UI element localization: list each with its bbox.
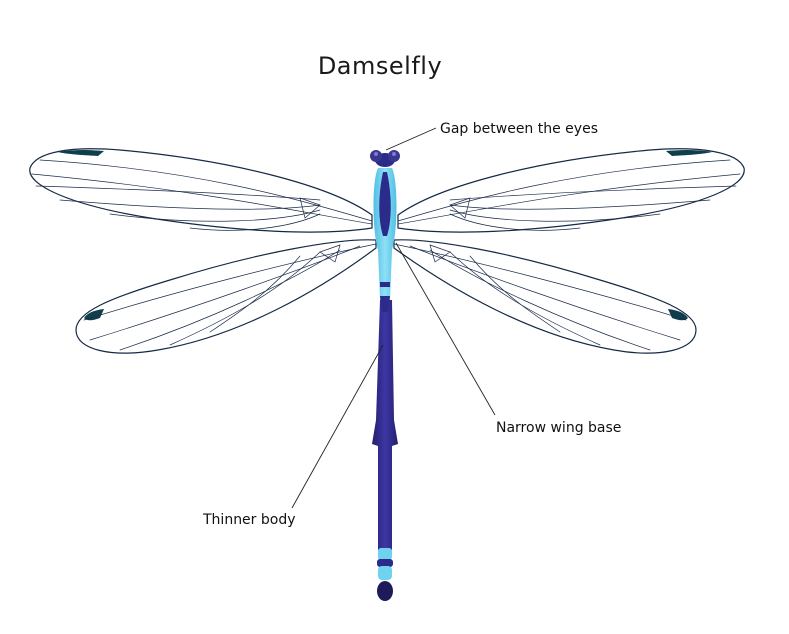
body-leader-line [291, 344, 384, 509]
damselfly-body [370, 150, 400, 601]
tail-tip [377, 581, 393, 601]
wing-base-label: Narrow wing base [496, 420, 621, 436]
upper-right-wing [397, 148, 745, 233]
upper-left-wing [29, 148, 373, 233]
eyes-label: Gap between the eyes [440, 121, 598, 137]
tail-segment [378, 566, 392, 580]
eyes-leader-line [385, 127, 437, 151]
wing-base-leader-line [395, 242, 496, 416]
body-label: Thinner body [202, 512, 296, 528]
tail-segment [378, 548, 392, 560]
lower-right-wing [393, 239, 697, 354]
abdomen [372, 300, 398, 550]
tail-segment [377, 559, 393, 567]
lower-left-wing [75, 239, 377, 354]
diagram-title: Damselfly [318, 52, 442, 80]
wings [29, 148, 745, 354]
callouts: Gap between the eyes Narrow wing base Th… [202, 121, 621, 528]
